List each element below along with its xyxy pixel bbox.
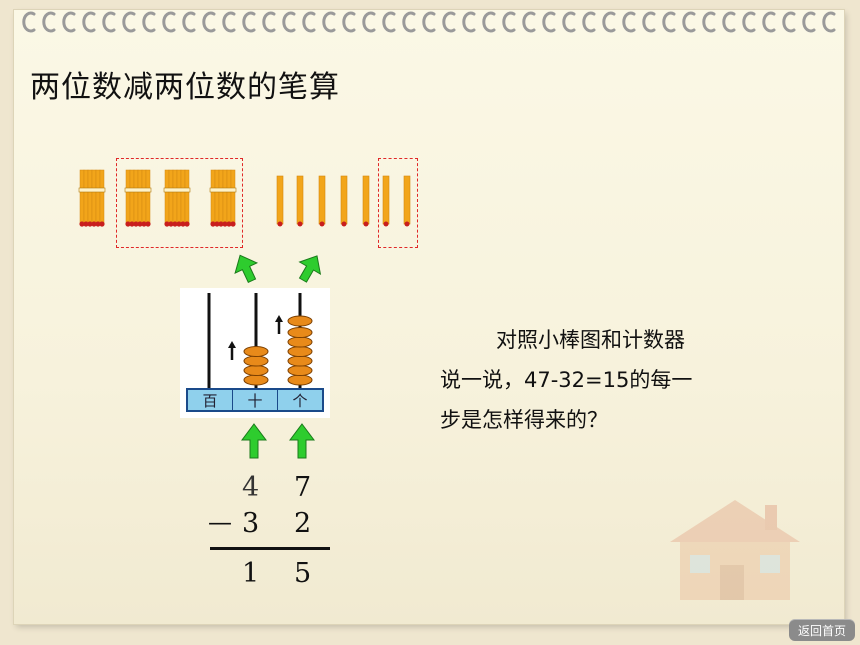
spiral-ring (782, 11, 796, 33)
spiral-ring (702, 11, 716, 33)
house-decoration-icon (670, 500, 800, 600)
stick-bundle (209, 169, 237, 227)
minuend-ones: 7 (294, 472, 312, 503)
minus-operator: — (208, 508, 232, 536)
arrow-up-icon (234, 254, 259, 284)
spiral-ring (322, 11, 336, 33)
spiral-ring (722, 11, 736, 33)
abacus-bead (243, 355, 269, 367)
spiral-ring (422, 11, 436, 33)
question-line-1: 对照小棒图和计数器 (496, 328, 685, 352)
stick-bundle (78, 169, 106, 227)
single-stick (318, 175, 326, 227)
place-tens: 十 (233, 390, 278, 410)
back-home-button[interactable]: 返回首页 (789, 619, 855, 641)
spiral-ring (202, 11, 216, 33)
abacus-bead (287, 365, 313, 376)
spiral-ring (102, 11, 116, 33)
abacus-bead (287, 327, 313, 338)
subtrahend-ones: 2 (294, 508, 312, 539)
crossed-singles-box (378, 158, 418, 248)
spiral-ring (62, 11, 76, 33)
spiral-ring (482, 11, 496, 33)
single-stick (276, 175, 284, 227)
spiral-ring (262, 11, 276, 33)
calculation-line (210, 547, 330, 550)
slide-title: 两位数减两位数的笔算 (30, 70, 340, 105)
spiral-ring (182, 11, 196, 33)
question-line-2: 说一说，47-32=15的每一 (440, 368, 693, 392)
spiral-ring (442, 11, 456, 33)
spiral-ring (582, 11, 596, 33)
spiral-ring (562, 11, 576, 33)
spiral-ring (362, 11, 376, 33)
crossed-bundles-box (116, 158, 243, 248)
arrow-up-icon (241, 423, 267, 459)
spiral-ring (282, 11, 296, 33)
single-stick (382, 175, 390, 227)
spiral-ring (762, 11, 776, 33)
question-line-3: 步是怎样得来的？ (440, 408, 608, 432)
spiral-ring (742, 11, 756, 33)
spiral-ring (662, 11, 676, 33)
arrow-up-icon (289, 423, 315, 459)
single-stick (362, 175, 370, 227)
spiral-ring (802, 11, 816, 33)
spiral-ring (222, 11, 236, 33)
spiral-ring (542, 11, 556, 33)
result-ones: 5 (294, 558, 312, 589)
abacus-bead (287, 315, 313, 327)
place-hundreds: 百 (188, 390, 233, 410)
question-text: 对照小棒图和计数器 说一说，47-32=15的每一 步是怎样得来的？ (440, 320, 770, 440)
spiral-ring (602, 11, 616, 33)
spiral-ring (142, 11, 156, 33)
spiral-ring (522, 11, 536, 33)
abacus-bead (287, 374, 313, 386)
spiral-ring (502, 11, 516, 33)
spiral-ring (342, 11, 356, 33)
stick-illustration (78, 169, 411, 227)
result-tens: 1 (242, 558, 260, 589)
stick-bundle (124, 169, 152, 227)
abacus-bead (243, 346, 269, 357)
spiral-ring (682, 11, 696, 33)
single-stick (403, 175, 411, 227)
spiral-ring (42, 11, 56, 33)
spiral-ring (22, 11, 36, 33)
abacus-bead (287, 346, 313, 357)
spiral-binding (22, 11, 836, 33)
spiral-ring (302, 11, 316, 33)
single-stick (340, 175, 348, 227)
abacus-bead (243, 365, 269, 376)
arrow-up-icon (298, 255, 322, 283)
spiral-ring (642, 11, 656, 33)
abacus-rods (207, 293, 313, 388)
stick-bundle (163, 169, 191, 227)
spiral-ring (82, 11, 96, 33)
spiral-ring (162, 11, 176, 33)
spiral-ring (382, 11, 396, 33)
place-ones: 个 (278, 390, 322, 410)
spiral-ring (242, 11, 256, 33)
minuend-tens: 4 (242, 472, 260, 503)
spiral-ring (822, 11, 836, 33)
abacus-bead (243, 374, 269, 386)
spiral-ring (402, 11, 416, 33)
spiral-ring (622, 11, 636, 33)
spiral-ring (462, 11, 476, 33)
abacus-bead (287, 336, 313, 348)
subtrahend-tens: 3 (242, 508, 260, 539)
slide-paper (14, 10, 844, 624)
abacus-bead (287, 355, 313, 367)
spiral-ring (122, 11, 136, 33)
abacus-place-frame: 百 十 个 (186, 388, 324, 412)
single-stick (296, 175, 304, 227)
